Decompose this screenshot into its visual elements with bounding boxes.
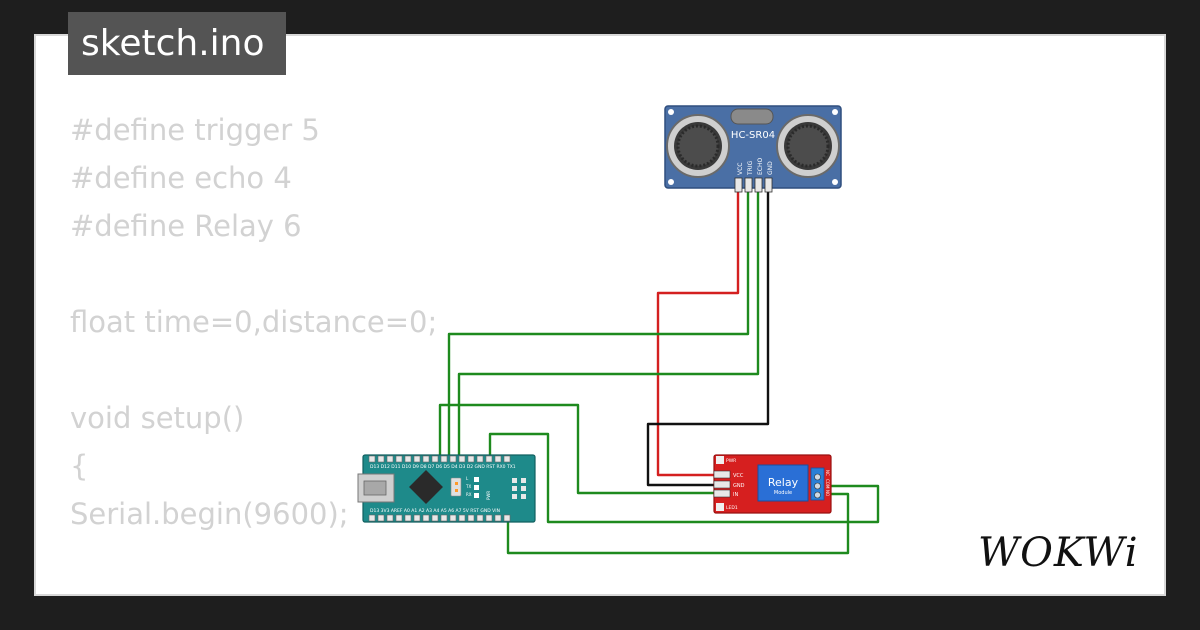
wire-relay-in xyxy=(438,403,714,495)
relay-pin-vcc: VCC xyxy=(733,473,744,479)
wire-relay-com xyxy=(488,432,880,524)
pin-label-echo: ECHO xyxy=(757,158,764,175)
preview-card: #define trigger 5 #define echo 4 #define R… xyxy=(34,34,1166,596)
nano-mcu-chip xyxy=(409,470,443,504)
arduino-nano[interactable]: D13 D12 D11 D10 D9 D8 D7 D6 D5 D4 D3 D2 … xyxy=(357,454,536,523)
relay-output-no: NO xyxy=(825,490,830,496)
nano-led-l: L xyxy=(466,476,469,481)
transducer-right xyxy=(776,114,840,178)
relay-title: Relay xyxy=(768,476,799,489)
transducer-left xyxy=(666,114,730,178)
code-line: Serial.begin(9600); xyxy=(70,497,349,531)
pin-label-trig: TRIG xyxy=(747,160,754,176)
code-line: { xyxy=(70,449,89,483)
relay-pin-in: IN xyxy=(733,492,738,498)
file-tab[interactable]: sketch.ino xyxy=(68,12,286,75)
nano-bottom-header-label: D13 3V3 AREF A0 A1 A2 A3 A4 A5 A6 A7 5V … xyxy=(370,508,500,514)
code-line: #define trigger 5 xyxy=(70,113,320,147)
relay-led-label: LED1 xyxy=(726,505,738,511)
pin-label-vcc: VCC xyxy=(737,163,744,175)
nano-bottom-pin-row xyxy=(368,514,511,522)
wire-vcc xyxy=(656,192,740,477)
wire-echo xyxy=(457,192,760,458)
pin-label-gnd: GND xyxy=(767,161,774,175)
brand-logo-text: WOKWi xyxy=(978,530,1139,576)
usb-connector-icon xyxy=(357,473,395,503)
relay-output-nc: NC xyxy=(825,470,830,476)
wire-trig xyxy=(447,192,750,458)
sensor-pin-header xyxy=(734,177,773,193)
relay-module[interactable]: PWR LED1 VCC GND IN Relay Module NC COM … xyxy=(713,454,832,514)
wokwi-logo: WOKWi xyxy=(978,530,1139,576)
code-line: float time=0,distance=0; xyxy=(70,305,438,339)
relay-output-com: COM xyxy=(825,479,830,489)
nano-pwr-label: PWR xyxy=(486,491,491,500)
wire-gnd xyxy=(646,192,770,487)
nano-icsp-header xyxy=(512,478,526,499)
nano-led-rx: RX xyxy=(466,492,472,497)
code-line: #define echo 4 xyxy=(70,161,292,195)
code-line: #define Relay 6 xyxy=(70,209,302,243)
ultrasonic-sensor[interactable]: HC-SR04 VCC TRIG ECHO GND xyxy=(664,105,842,193)
wire-relay-no xyxy=(506,492,850,555)
relay-cube xyxy=(757,464,809,502)
code-line: void setup() xyxy=(70,401,245,435)
code-preview: #define trigger 5 #define echo 4 #define R… xyxy=(70,106,452,594)
sensor-label: HC-SR04 xyxy=(731,130,775,141)
relay-subtitle: Module xyxy=(774,490,792,496)
nano-top-pin-row xyxy=(368,455,511,463)
relay-pin-header xyxy=(713,470,731,498)
nano-top-header-label: D13 D12 D11 D10 D9 D8 D7 D6 D5 D4 D3 D2 … xyxy=(370,464,516,470)
relay-pwr-label: PWR xyxy=(726,458,736,464)
relay-pin-gnd: GND xyxy=(733,483,745,489)
nano-led-tx: TX xyxy=(465,484,471,489)
code-line: pinMode(trigger,OUTPUT); xyxy=(70,586,452,594)
